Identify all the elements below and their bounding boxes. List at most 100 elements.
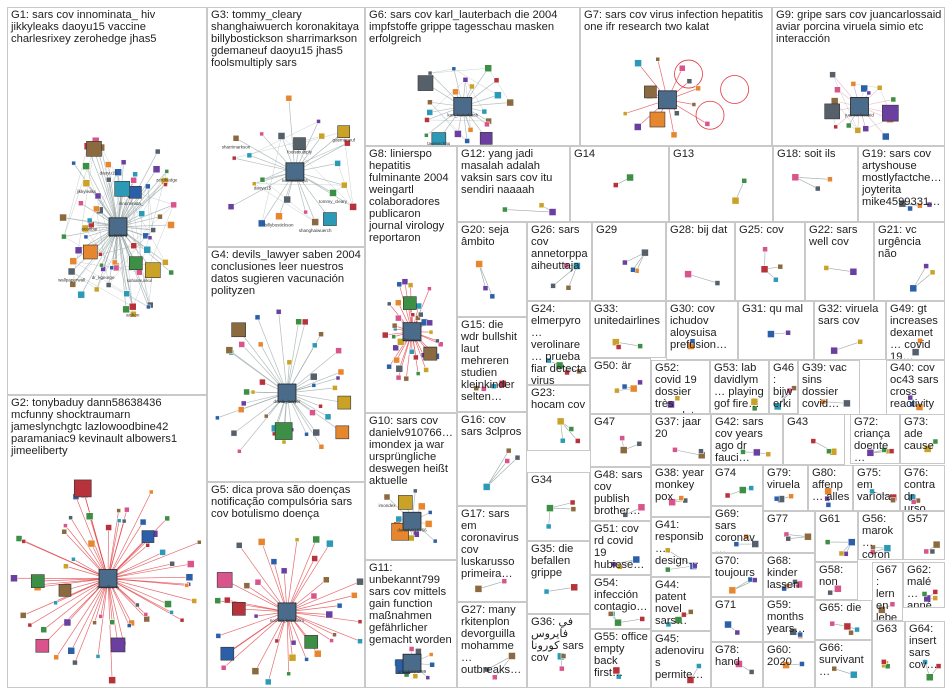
avatar-node (220, 646, 235, 661)
node (560, 653, 567, 659)
node (150, 227, 156, 233)
avatar-node (141, 530, 155, 543)
node (71, 557, 76, 562)
group-g48: G48: sars cov publish brother… (590, 467, 651, 521)
group-graph-g40 (907, 394, 924, 411)
node (254, 578, 262, 586)
edge (107, 521, 144, 579)
edge (687, 273, 718, 284)
self-loop (720, 75, 750, 104)
node (98, 614, 103, 619)
group-g74: G74 (711, 465, 763, 506)
node (15, 535, 23, 542)
node (792, 579, 798, 585)
group-g23: G23: hocam cov (527, 385, 590, 451)
node (482, 285, 489, 291)
group-g61: G61 (815, 511, 858, 562)
node (508, 652, 516, 660)
node (318, 403, 323, 409)
group-graph-g25 (760, 246, 784, 283)
node (316, 119, 321, 124)
edge (613, 559, 637, 565)
node (838, 550, 845, 557)
node-label: daoyu15 (254, 186, 272, 191)
node (462, 77, 469, 83)
edge (294, 171, 354, 208)
group-graph-g57 (923, 540, 941, 555)
group-g12: G12: yang jadi masalah adalah vaksin sar… (457, 146, 570, 222)
edge (549, 507, 574, 510)
node (326, 539, 334, 548)
node (538, 202, 545, 209)
edge (224, 579, 288, 613)
edge (486, 457, 518, 488)
node (415, 648, 422, 655)
group-g29: G29 (592, 222, 666, 301)
group-g53: G53: lab davidlym… playing gof fire… (710, 360, 769, 414)
node (560, 437, 566, 444)
group-g31: G31: qu mal (738, 301, 814, 360)
hub-node (277, 602, 297, 622)
node (116, 508, 121, 513)
group-g19: G19: sars cov artyshouse mostlyfactche… … (858, 146, 945, 222)
group-g69: G69: sars coronav… (711, 506, 763, 553)
node (427, 99, 433, 105)
node (854, 626, 860, 633)
node (145, 183, 151, 190)
group-graph-g59 (789, 628, 804, 639)
group-graph-g65 (829, 620, 860, 636)
node-label: aishon (126, 313, 140, 318)
node (303, 209, 308, 215)
node (61, 528, 68, 535)
group-graph-g22 (823, 265, 858, 276)
node (424, 117, 430, 123)
node (403, 375, 410, 382)
group-graph-g75 (869, 488, 897, 503)
node (862, 125, 869, 132)
group-g72: G72: criança doente… (850, 414, 900, 464)
node (467, 127, 474, 133)
group-g13: G13 (669, 146, 773, 222)
node (748, 485, 754, 491)
group-graph-g32 (830, 339, 863, 355)
edge (23, 541, 109, 579)
node (68, 515, 73, 520)
group-graph-g24 (546, 357, 582, 376)
node (71, 160, 76, 166)
group-g27: G27: many rkitenplon devorguilla mohamme… (457, 602, 527, 688)
group-graph-g68 (781, 579, 803, 592)
node (475, 260, 483, 268)
node (393, 356, 400, 364)
node (641, 248, 649, 257)
node (167, 221, 175, 229)
node (225, 346, 234, 354)
node (164, 600, 172, 608)
edge (286, 539, 298, 612)
group-graph-g17 (474, 578, 508, 593)
node (98, 252, 103, 257)
node (386, 301, 392, 307)
node (138, 210, 146, 217)
edge (85, 166, 134, 307)
node (432, 538, 438, 544)
node (829, 71, 836, 78)
group-graph-g4: devils_lawyer (215, 309, 352, 454)
node (318, 132, 326, 140)
node (753, 448, 761, 457)
group-graph-g51 (610, 555, 641, 570)
node (163, 182, 168, 187)
group-graph-g78 (735, 660, 755, 675)
node (505, 447, 512, 454)
node (866, 449, 875, 457)
group-g17: G17: sars em coronavirus cov luskarusso … (457, 506, 527, 602)
node (616, 563, 623, 570)
node-label: normal_brasileiro (270, 618, 305, 623)
group-graph-g42 (740, 448, 772, 457)
group-g56: G56: marok… coron… (858, 511, 903, 560)
node (109, 619, 115, 625)
node (735, 660, 743, 668)
edge (674, 449, 702, 456)
hub-node (658, 90, 677, 110)
node (613, 182, 619, 188)
node (357, 638, 363, 644)
